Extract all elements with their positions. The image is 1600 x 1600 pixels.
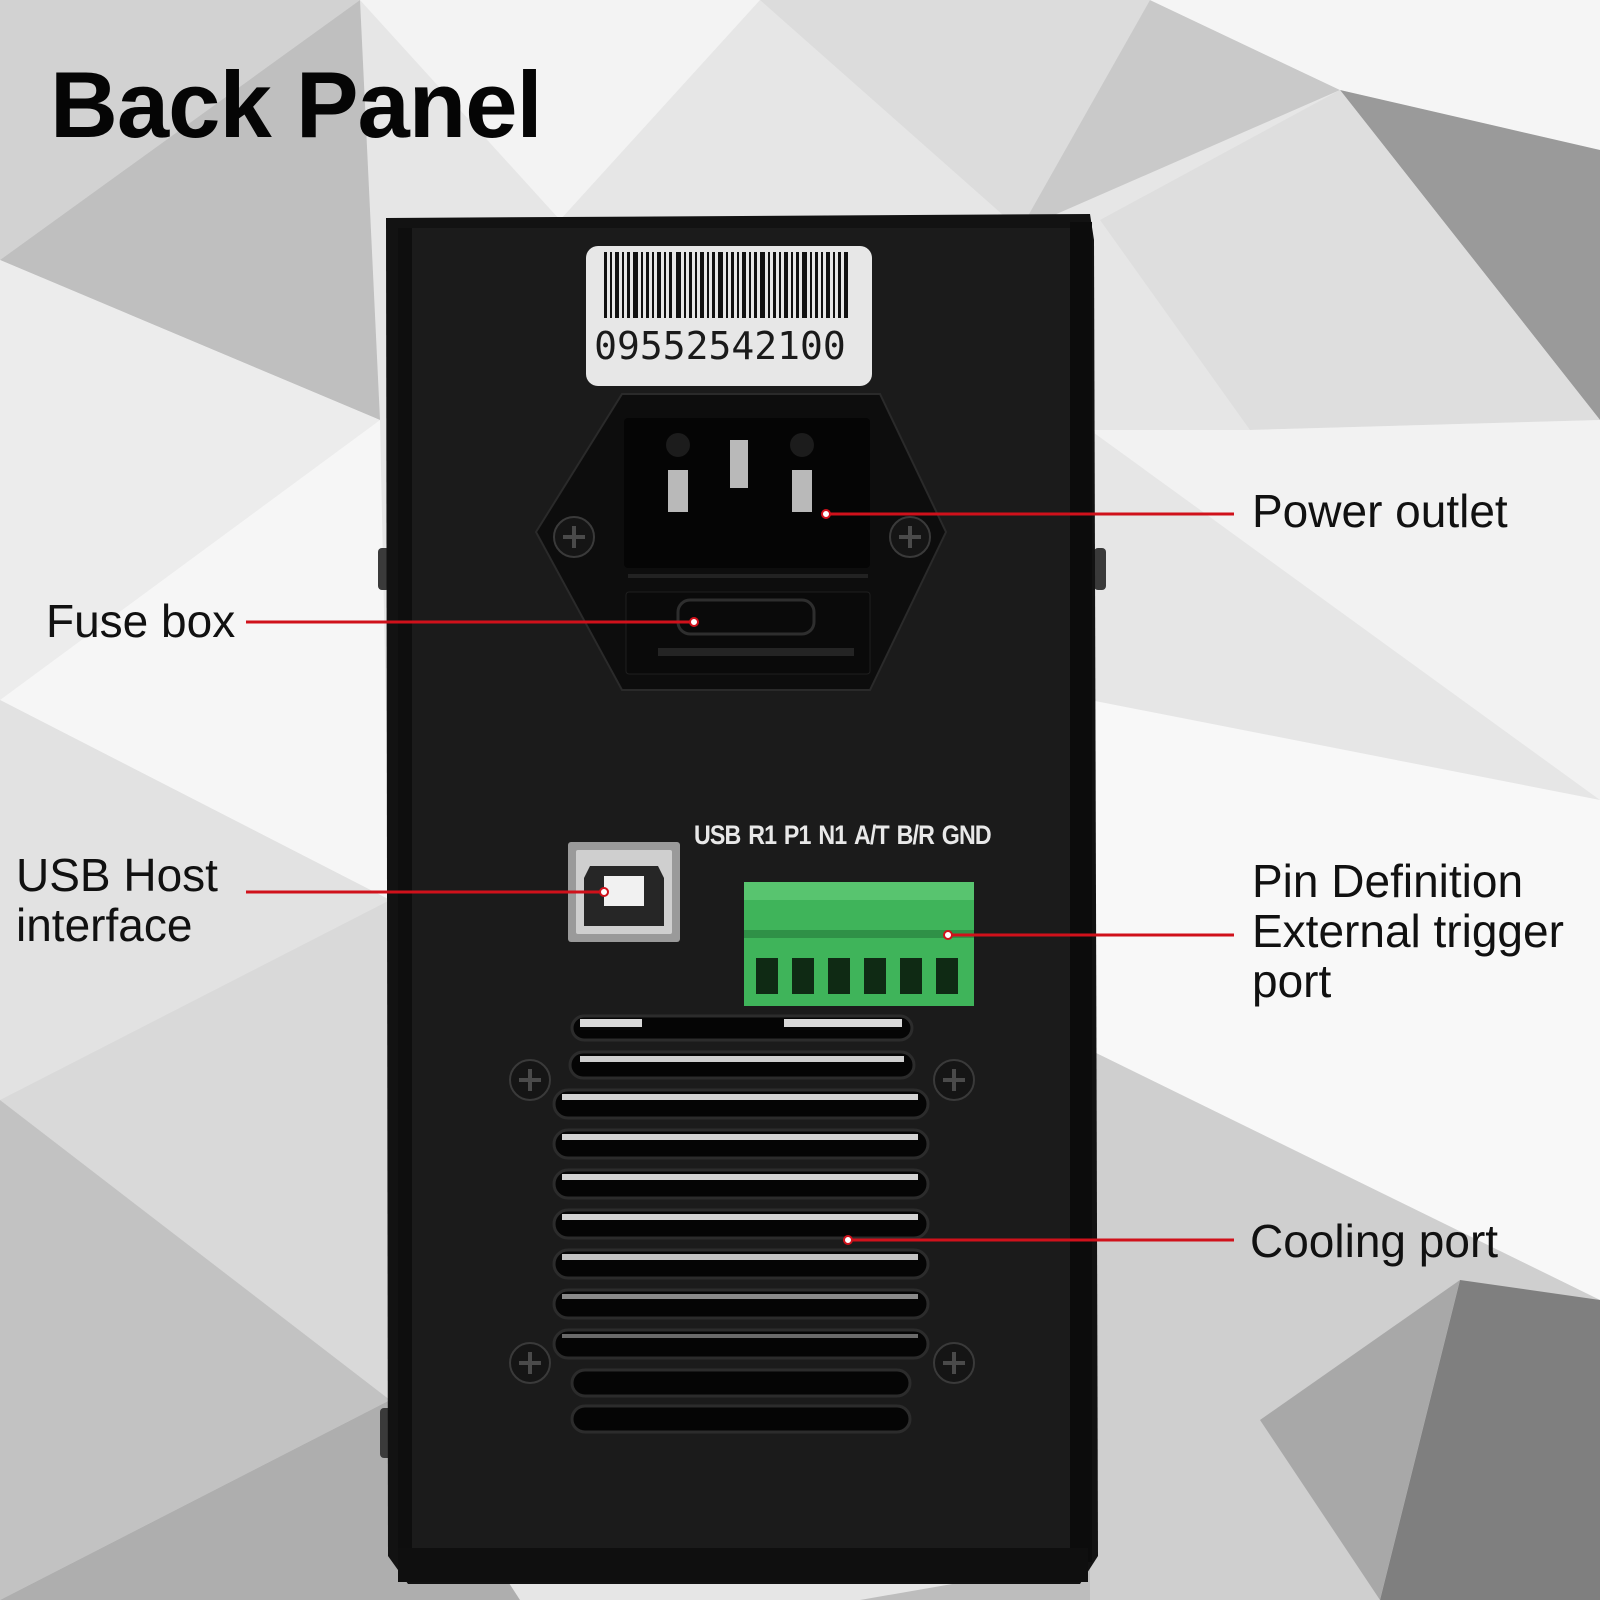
callout-cooling-port: Cooling port [1250,1215,1499,1267]
terminal-block-icon [744,882,974,1006]
callout-fuse-box: Fuse box [46,595,236,647]
callout-lines [246,512,1234,1242]
callout-line-1: Pin Definition [1252,855,1524,907]
callout-line-1: USB Host [16,849,218,901]
serial-number: 09552542100 [594,324,846,368]
callout-line-2: External trigger [1252,905,1564,957]
page-title: Back Panel [50,52,543,157]
pin-label: N1 [818,820,847,850]
cooling-vent-grille [552,1014,930,1434]
callout-line-3: port [1252,955,1332,1007]
callout-line-2: interface [16,899,193,951]
pin-label: R1 [748,820,777,850]
pin-label: B/R [896,820,935,850]
callout-usb-host: USB Host interface [16,850,218,950]
pin-label: USB [694,820,741,850]
pin-label: GND [941,820,992,850]
pin-label: A/T [854,820,890,850]
pin-label: P1 [783,820,812,850]
vent-screw-icon [509,1059,975,1384]
callout-pin-definition: Pin Definition External trigger port [1252,856,1564,1006]
barcode-icon [604,252,848,318]
usb-b-port-icon [568,842,680,942]
callout-power-outlet: Power outlet [1252,485,1508,537]
screw-icon [553,516,931,558]
